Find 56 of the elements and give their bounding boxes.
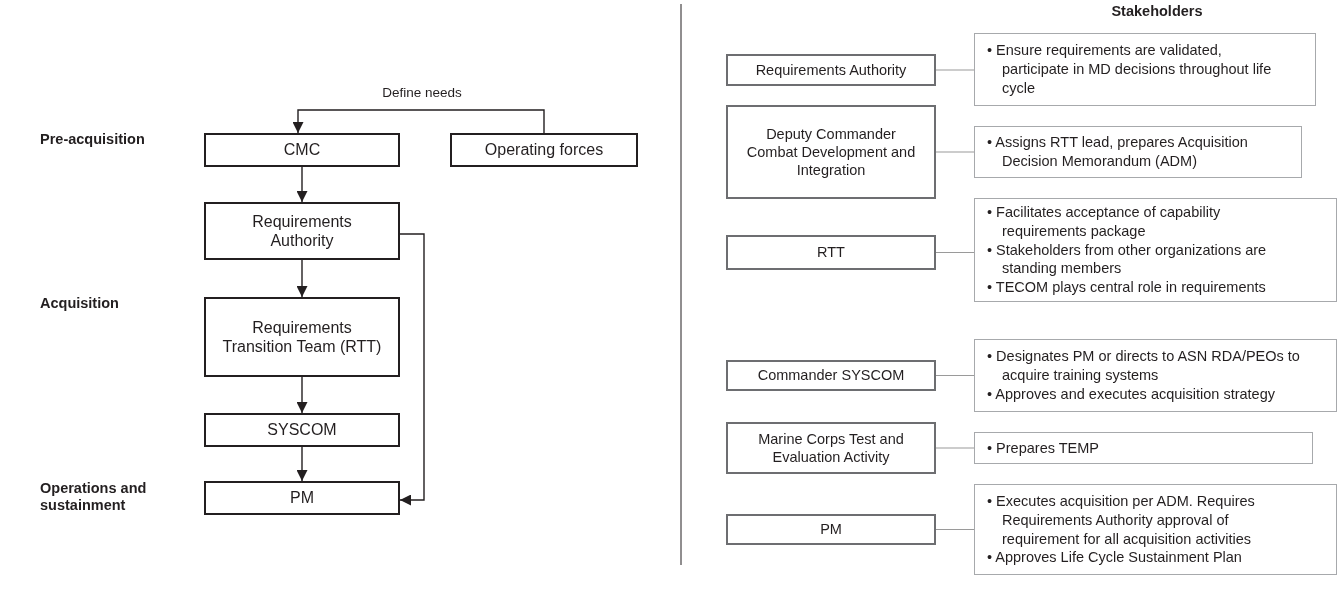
phase-label: Operations and sustainment [40,480,148,515]
connector-line [935,447,975,449]
bullet-text: • Approves Life Cycle Sustainment Plan [987,548,1243,568]
box-label: PM [819,520,843,539]
arrow [292,109,545,134]
box-label: Requirements Authority [251,211,353,251]
bullet-text: • Designates PM or directs to ASN RDA/PEOs to acquire training systems [987,347,1301,385]
process-box [204,413,400,447]
bullet-text: • Prepares TEMP [987,438,1100,458]
stakeholder-box [726,422,936,474]
connector-line [935,528,975,531]
bullet-text: • Assigns RTT lead, prepares Acquisition Decision Memorandum (ADM) [987,133,1249,171]
box-label: Commander SYSCOM [756,366,906,385]
arrow [399,233,425,506]
box-label: Deputy Commander Combat Development and Integration [745,124,917,180]
description-box [974,432,1313,464]
phase-label: Pre-acquisition [40,131,145,149]
box-label: Requirements Authority [754,60,908,80]
connector-line [935,151,975,153]
connector-line [935,374,975,377]
description-box [974,198,1337,302]
bullet-text: • Stakeholders from other organizations are standing members [987,240,1268,279]
process-box [204,133,400,167]
arrow [296,166,308,203]
stakeholder-box [726,105,936,199]
phase-label: Acquisition [40,295,119,313]
box-label: Marine Corps Test and Evaluation Activity [757,429,905,467]
box-label: Requirements Transition Team (RTT) [221,317,383,357]
stakeholder-box [726,514,936,545]
column-heading: Stakeholders [1110,3,1204,21]
box-label: Operating forces [483,140,605,160]
process-box [450,133,638,167]
description-box [974,126,1302,178]
box-label: PM [289,488,315,508]
arrow [296,259,308,298]
stakeholder-box [726,360,936,391]
description-box [974,339,1337,412]
box-label: CMC [282,140,322,160]
connector-line [935,69,975,71]
bullet-text: • Ensure requirements are validated, participate in MD decisions throughout life cycle [987,41,1273,98]
description-box [974,484,1337,575]
stakeholder-box [726,54,936,86]
arrow [296,376,308,414]
process-box [204,202,400,260]
bullet-text: • Executes acquisition per ADM. Requires Requirements Authority approval of requirement for all acquisition activities [987,491,1256,549]
description-box [974,33,1316,106]
arrow [296,446,308,482]
process-box [204,297,400,377]
box-label: RTT [816,243,846,262]
box-label: SYSCOM [266,420,338,440]
bullet-text: • TECOM plays central role in requirements [987,278,1267,298]
connector-line [935,251,975,254]
bullet-text: • Approves and executes acquisition strategy [987,384,1276,404]
process-box [204,481,400,515]
bullet-text: • Facilitates acceptance of capability requirements package [987,202,1222,241]
stakeholder-box [726,235,936,270]
